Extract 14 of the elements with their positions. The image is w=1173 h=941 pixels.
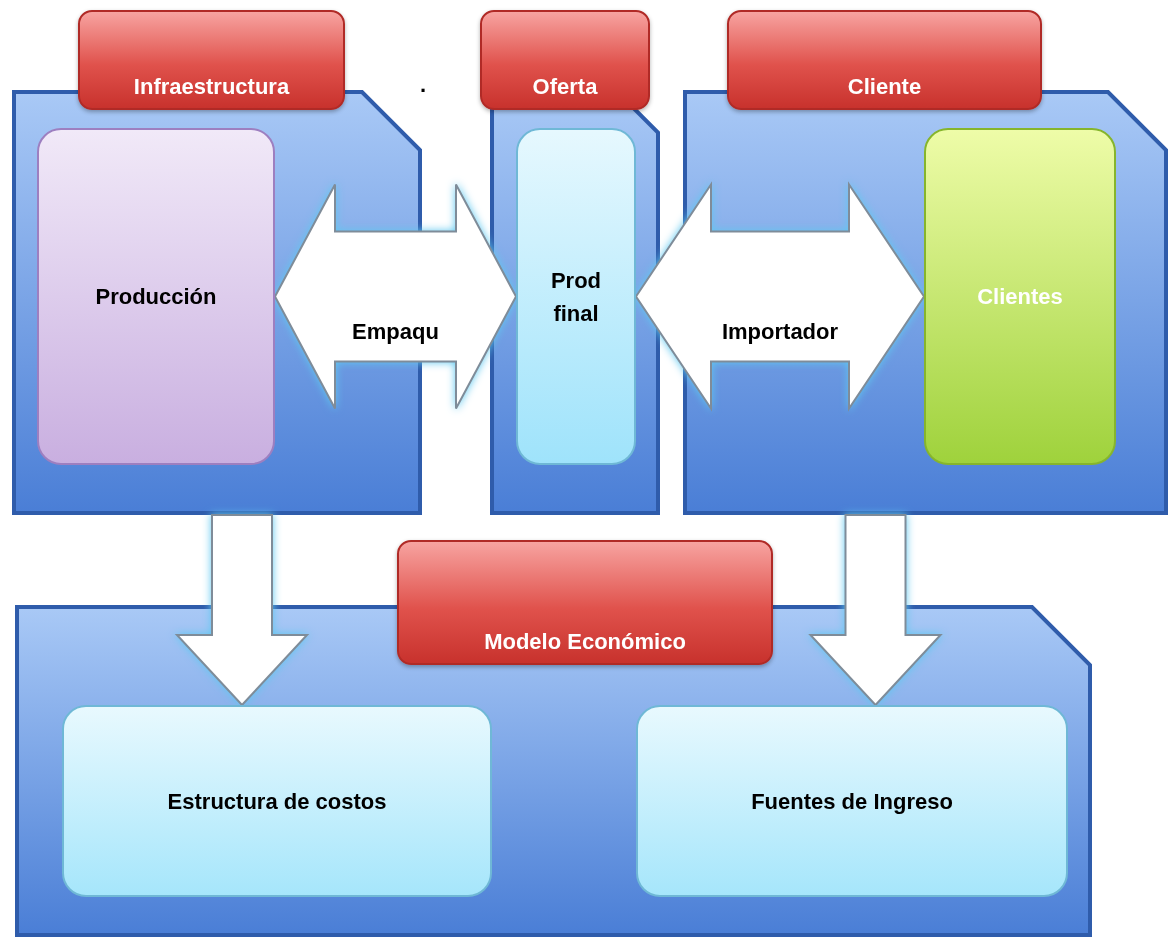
section-tab: Modelo Económico — [397, 540, 773, 665]
content-box: Fuentes de Ingreso — [636, 705, 1068, 897]
content-box: Prod final — [516, 128, 636, 465]
double-block-arrow — [634, 181, 926, 412]
note-text: . — [420, 72, 427, 98]
section-tab: Cliente — [727, 10, 1042, 110]
content-box: Clientes — [924, 128, 1116, 465]
section-tab: Oferta — [480, 10, 650, 110]
content-box: Producción — [37, 128, 275, 465]
block-arrow — [808, 514, 943, 707]
section-tab: Infraestructura — [78, 10, 345, 110]
double-block-arrow — [273, 183, 518, 410]
content-box: Estructura de costos — [62, 705, 492, 897]
block-arrow — [174, 514, 310, 707]
